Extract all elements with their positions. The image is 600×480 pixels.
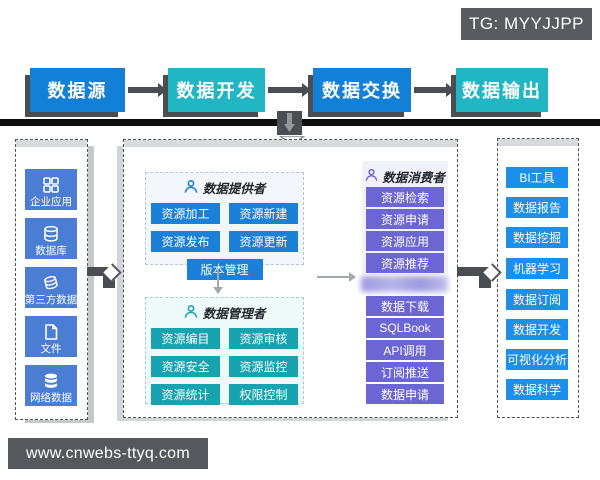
chip-resource-processing: 资源加工 — [151, 203, 220, 224]
source-tile-label: 网络数据 — [30, 392, 72, 404]
chip-permission-control: 权限控制 — [229, 384, 298, 405]
source-tile-third-party: 第三方数据 — [25, 267, 77, 308]
chip-data-development: 数据开发 — [506, 319, 568, 340]
coins-stack-icon — [42, 273, 60, 293]
chip-version-management: 版本管理 — [186, 259, 263, 280]
source-tile-label: 企业应用 — [30, 196, 72, 208]
flow-step-data-exchange: 数据交换 — [313, 68, 411, 112]
chip-data-subscription: 数据订阅 — [506, 289, 568, 310]
flow-arrow-1 — [128, 83, 167, 97]
chip-data-report: 数据报告 — [506, 197, 568, 218]
data-manager-section: 数据管理者 资源编目 资源审核 资源安全 资源监控 资源统计 权限控制 — [145, 297, 304, 405]
manager-buttons: 资源编目 资源审核 资源安全 资源监控 资源统计 权限控制 — [151, 328, 298, 405]
watermark-badge: TG: MYYJJPP — [461, 8, 592, 40]
source-tile-label: 第三方数据 — [24, 294, 78, 306]
chip-sqlbook: SQLBook — [366, 318, 444, 338]
flow-step-data-source: 数据源 — [30, 68, 125, 112]
chip-resource-update: 资源更新 — [229, 231, 298, 252]
flow-step-data-development: 数据开发 — [168, 68, 265, 112]
source-tile-label: 文件 — [40, 343, 62, 355]
source-tile-database: 数据库 — [25, 218, 77, 259]
source-tile-enterprise-apps: 企业应用 — [25, 169, 77, 210]
section-title-label: 数据提供者 — [202, 182, 266, 196]
blurred-watermark-band — [361, 276, 448, 292]
flow-arrow-3 — [414, 83, 455, 97]
data-provider-section: 数据提供者 资源加工 资源新建 资源发布 资源更新 版本管理 — [145, 172, 304, 280]
person-icon — [365, 168, 378, 185]
arrow-sources-to-platform — [87, 267, 113, 276]
chip-resource-monitoring: 资源监控 — [229, 356, 298, 377]
chip-resource-security: 资源安全 — [151, 356, 220, 377]
chip-resource-application: 资源应用 — [366, 231, 444, 251]
source-tile-network-data: 网络数据 — [25, 365, 77, 406]
flow-step-data-output: 数据输出 — [456, 68, 548, 112]
data-manager-title: 数据管理者 — [184, 303, 266, 322]
chip-resource-recommend: 资源推荐 — [366, 253, 444, 273]
chip-resource-statistics: 资源统计 — [151, 384, 220, 405]
chip-resource-publish: 资源发布 — [151, 231, 220, 252]
chip-bi-tools: BI工具 — [506, 167, 568, 188]
chip-resource-create: 资源新建 — [229, 203, 298, 224]
person-icon — [184, 304, 198, 322]
file-icon — [42, 322, 60, 342]
chip-resource-review: 资源审核 — [229, 328, 298, 349]
chip-resource-catalog: 资源编目 — [151, 328, 220, 349]
arrow-provider-to-consumer — [317, 272, 356, 282]
provider-buttons: 资源加工 资源新建 资源发布 资源更新 版本管理 — [151, 203, 298, 280]
source-tile-file: 文件 — [25, 316, 77, 357]
arrow-provider-to-manager — [213, 269, 223, 294]
down-connector-icon — [277, 111, 302, 135]
chip-machine-learning: 机器学习 — [506, 258, 568, 279]
chip-resource-search: 资源检索 — [366, 187, 444, 207]
chip-data-request: 数据申请 — [366, 384, 444, 404]
chip-data-science: 数据科学 — [506, 379, 568, 400]
section-title-label: 数据管理者 — [202, 307, 266, 321]
chip-subscription-push: 订阅推送 — [366, 362, 444, 382]
database-solid-icon — [42, 371, 60, 391]
database-icon — [42, 224, 60, 244]
app-grid-icon — [42, 175, 60, 195]
chip-data-download: 数据下载 — [366, 296, 444, 316]
source-tile-label: 数据库 — [35, 245, 67, 257]
chip-data-mining: 数据挖掘 — [506, 227, 568, 248]
chip-resource-request: 资源申请 — [366, 209, 444, 229]
chip-visual-analysis: 可视化分析 — [506, 349, 568, 370]
section-title-label: 数据消费者 — [382, 171, 445, 185]
person-icon — [184, 179, 198, 197]
data-provider-title: 数据提供者 — [184, 178, 266, 197]
chip-api-call: API调用 — [366, 340, 444, 360]
flow-arrow-2 — [268, 83, 311, 97]
arrow-shadow — [479, 276, 491, 288]
data-consumer-title: 数据消费者 — [362, 167, 448, 186]
website-url-bar: www.cnwebs-ttyq.com — [8, 438, 208, 469]
arrow-platform-to-outputs — [457, 267, 489, 276]
